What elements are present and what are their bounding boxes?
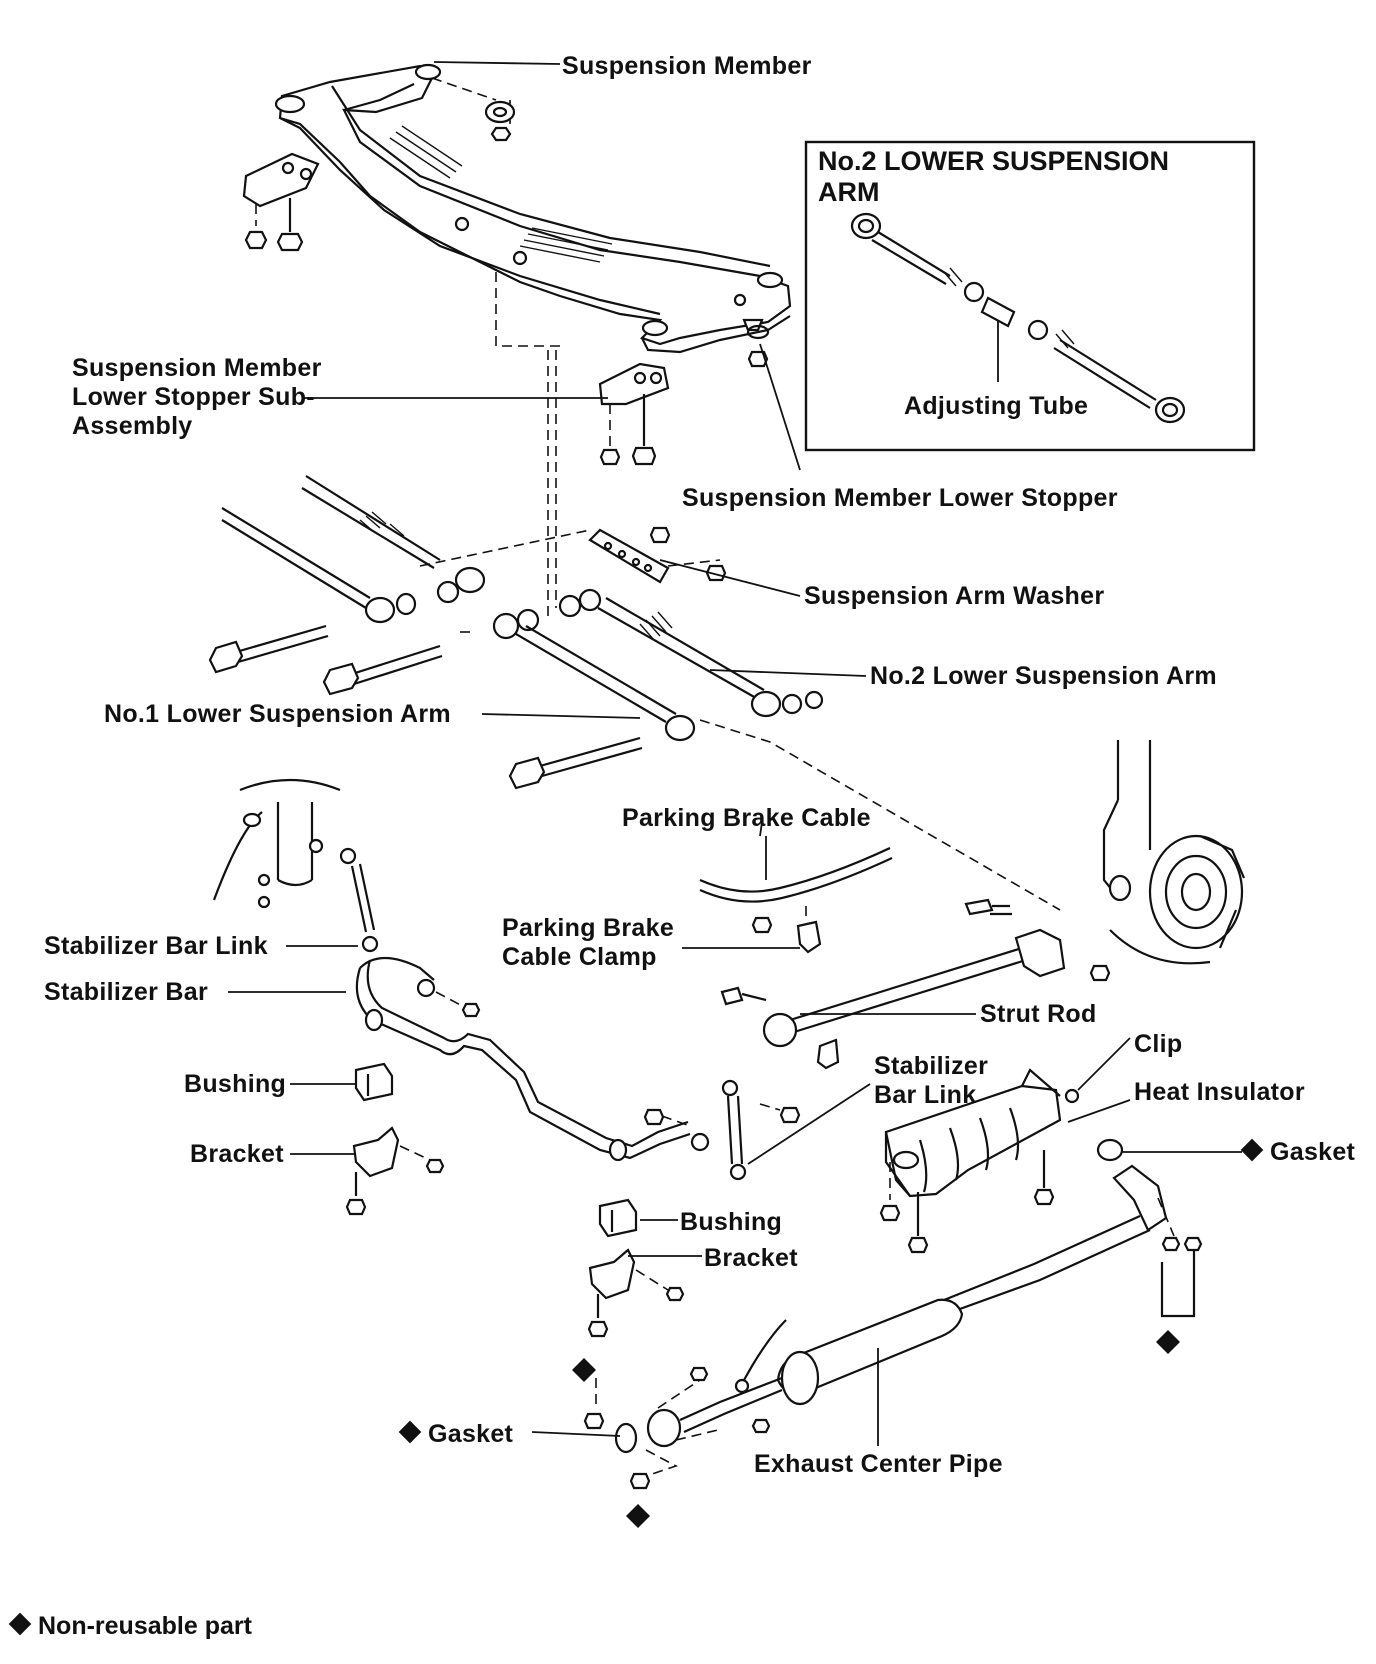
non-reusable-icon	[1240, 1138, 1264, 1162]
label-no2-lower-arm: No.2 Lower Suspension Arm	[870, 662, 1217, 690]
inset-box	[804, 140, 1256, 452]
label-arm-washer: Suspension Arm Washer	[804, 582, 1105, 610]
center-bushing-bracket-drawing	[587, 1198, 685, 1338]
exhaust-pipe-drawing	[583, 1138, 1203, 1490]
strut-and-stabilizer-drawing	[212, 778, 710, 1216]
label-clip: Clip	[1134, 1030, 1183, 1058]
legend-non-reusable: Non-reusable part	[8, 1612, 252, 1641]
member-hardware	[242, 100, 770, 368]
label-heat-insulator: Heat Insulator	[1134, 1078, 1305, 1106]
label-bracket-center: Bracket	[704, 1244, 798, 1272]
label-suspension-member: Suspension Member	[562, 52, 812, 80]
label-gasket-left: Gasket	[398, 1420, 513, 1449]
strut-rod-drawing	[720, 740, 1246, 1070]
stabilizer-link-right-drawing	[643, 1079, 801, 1181]
label-stabilizer-bar-link-right: Stabilizer Bar Link	[874, 1052, 989, 1109]
suspension-arms-drawing	[208, 475, 1061, 911]
non-reusable-icon	[398, 1420, 422, 1444]
label-exhaust-center-pipe: Exhaust Center Pipe	[754, 1450, 1003, 1478]
non-reusable-icon	[8, 1612, 32, 1636]
heat-insulator-drawing	[879, 1068, 1080, 1254]
label-lower-stopper-sub-assembly: Suspension Member Lower Stopper Sub-Asse…	[72, 354, 322, 440]
label-no1-lower-arm: No.1 Lower Suspension Arm	[104, 700, 451, 728]
label-adjusting-tube: Adjusting Tube	[904, 392, 1089, 420]
label-parking-brake-cable: Parking Brake Cable	[622, 804, 871, 832]
label-parking-brake-cable-clamp: Parking Brake Cable Clamp	[502, 914, 675, 971]
suspension-member-drawing	[274, 63, 792, 354]
parking-brake-drawing	[699, 836, 893, 954]
inset-title: No.2 LOWER SUSPENSION ARM	[818, 146, 1170, 207]
leader-lines	[228, 61, 1242, 1446]
label-gasket-right: Gasket	[1240, 1138, 1355, 1167]
label-stabilizer-bar-link-left: Stabilizer Bar Link	[44, 932, 268, 960]
label-stabilizer-bar: Stabilizer Bar	[44, 978, 208, 1006]
label-strut-rod: Strut Rod	[980, 1000, 1097, 1028]
non-reusable-markers	[572, 1330, 1180, 1528]
label-bushing-left: Bushing	[184, 1070, 287, 1098]
lower-stopper-sub-assembly-drawing	[598, 362, 670, 466]
label-bushing-center: Bushing	[680, 1208, 783, 1236]
label-lower-stopper: Suspension Member Lower Stopper	[682, 484, 1118, 512]
label-bracket-left: Bracket	[190, 1140, 284, 1168]
